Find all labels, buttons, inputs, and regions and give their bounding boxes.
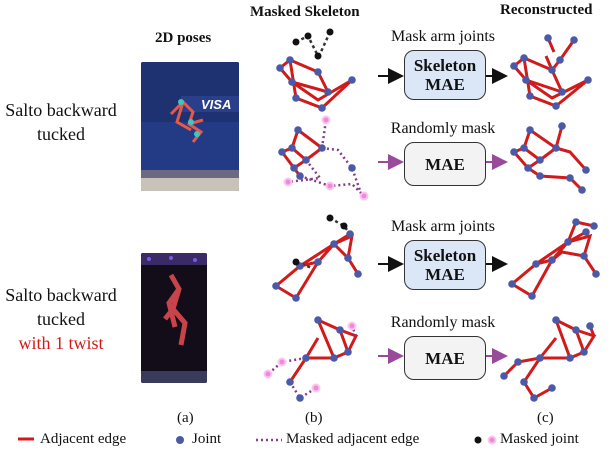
arrows (378, 68, 508, 364)
subcaption-a: (a) (177, 410, 194, 426)
visa-banner-text: VISA (201, 97, 232, 112)
header-reconstructed: Reconstructed (500, 2, 593, 18)
box1-line2: MAE (425, 75, 465, 94)
box4-line1: MAE (425, 348, 465, 368)
masked-skeleton-3 (272, 214, 362, 302)
legend-joint-swatch (176, 436, 184, 444)
row-label-2: Salto backward tucked with 1 twist (0, 283, 122, 355)
legend-masked-adjacent-edge: Masked adjacent edge (286, 431, 420, 447)
header-2d-poses: 2D poses (155, 30, 212, 46)
masked-skeleton-2 (278, 115, 369, 201)
skeleton-mae-box-1: Skeleton MAE (404, 50, 486, 100)
header-masked-skeleton: Masked Skeleton (250, 4, 360, 20)
reconstructed-skeleton-4 (500, 316, 597, 402)
subcaption-c: (c) (537, 410, 554, 426)
gymnast-photo-1-art (141, 62, 239, 191)
gymnast-photo-2 (141, 253, 207, 383)
skeleton-mae-box-3: Skeleton MAE (404, 240, 486, 290)
box3-line1: Skeleton (413, 246, 477, 265)
reconstructed-skeleton-1 (510, 34, 592, 110)
mask-label-3: Mask arm joints (391, 218, 495, 235)
gymnast-photo-1: VISA (141, 62, 239, 191)
legend-joint: Joint (192, 431, 222, 447)
mask-label-1: Mask arm joints (391, 28, 495, 45)
legend-masked-joint-black (474, 436, 482, 444)
legend-masked-joint: Masked joint (500, 431, 579, 447)
row-label-1: Salto backward tucked (0, 98, 122, 146)
box1-line1: Skeleton (413, 56, 477, 75)
mask-label-2: Randomly mask (390, 120, 496, 137)
row1-line1: Salto backward (5, 100, 117, 120)
row2-line2: tucked (37, 309, 85, 329)
row1-line2: tucked (37, 124, 85, 144)
gymnast-photo-2-art (141, 253, 207, 383)
legend-graphics (18, 435, 497, 445)
reconstructed-skeleton-3 (508, 218, 600, 300)
mae-box-2: MAE (404, 142, 486, 186)
masked-skeleton-4 (263, 316, 359, 402)
mae-box-4: MAE (404, 336, 486, 380)
subcaption-b: (b) (305, 410, 323, 426)
masked-skeleton-1 (276, 28, 356, 112)
box3-line2: MAE (425, 265, 465, 284)
reconstructed-skeleton-2 (510, 122, 590, 194)
row2-line3: with 1 twist (18, 333, 104, 353)
mask-label-4: Randomly mask (390, 314, 496, 331)
legend-adjacent-edge: Adjacent edge (40, 431, 127, 447)
box2-line1: MAE (425, 154, 465, 174)
legend-masked-joint-pink (487, 435, 497, 445)
row2-line1: Salto backward (5, 285, 117, 305)
